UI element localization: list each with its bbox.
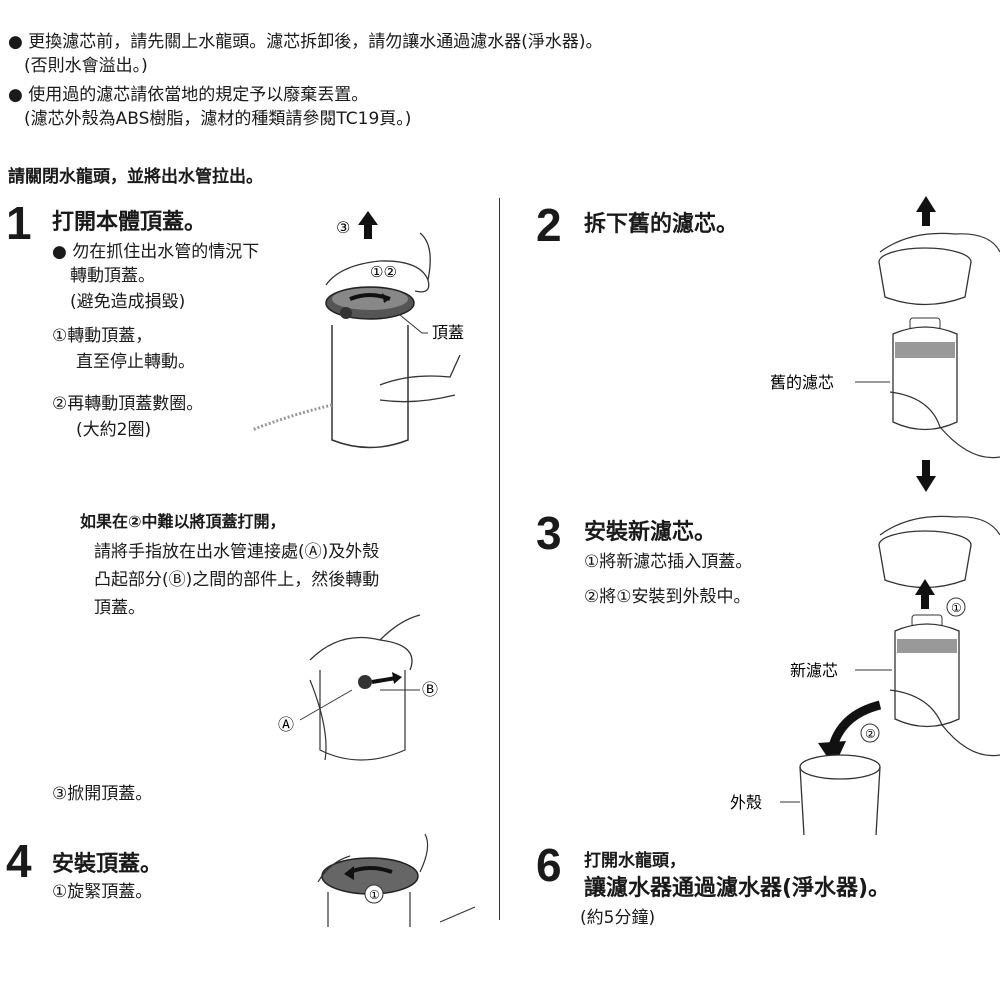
step3-sub1: ①將新濾芯插入頂蓋。 (584, 552, 753, 572)
warning-bullet: ● (52, 242, 67, 262)
hard-to-open-line1: 請將手指放在出水管連接處(Ⓐ)及外殼 (94, 542, 380, 562)
right-arrow-icon (392, 672, 402, 684)
intro-instruction: 請關閉水龍頭，並將出水管拉出。 (8, 167, 263, 187)
up-arrow-icon (915, 579, 935, 609)
column-divider (499, 198, 500, 920)
step1-title: 打開本體頂蓋。 (52, 210, 207, 235)
hard-to-open-line3: 頂蓋。 (94, 598, 145, 618)
rotate-arrow-icon (382, 293, 390, 303)
curved-down-arrow-icon (818, 741, 846, 767)
note-text: 更換濾芯前，請先關上水龍頭。濾芯拆卸後，請勿讓水通過濾水器(淨水器)。 (28, 32, 603, 52)
step6-line3: (約5分鐘) (580, 908, 656, 928)
step1-sub1-line1: ①轉動頂蓋， (52, 326, 153, 346)
step1-sub1-line2: 直至停止轉動。 (76, 352, 195, 372)
down-arrow-icon (916, 460, 936, 492)
remove-old-filter-illustration: 舊的濾芯 (770, 196, 1000, 492)
finger-position-illustration: Ⓑ Ⓐ (278, 614, 438, 761)
note-2: ● 使用過的濾芯請依當地的規定予以廢棄丟置。 (8, 83, 368, 107)
label-new-filter: 新濾芯 (790, 661, 838, 680)
rotate-left-arrow-icon (344, 866, 354, 880)
up-arrow-icon (358, 211, 378, 239)
figure-step-number-1: ① (951, 601, 962, 615)
step1-number: 1 (6, 197, 32, 249)
warning-line2: 轉動頂蓋。 (70, 266, 155, 286)
label-cover: 頂蓋 (432, 323, 464, 342)
open-cover-illustration: ③ ①② 頂蓋 (251, 211, 464, 449)
close-cover-illustration: ① (317, 833, 476, 927)
step3-title: 安裝新濾芯。 (584, 520, 717, 545)
step2-title: 拆下舊的濾芯。 (584, 212, 739, 237)
figure-step-number-2: ② (865, 727, 876, 741)
label-a: Ⓐ (278, 715, 294, 734)
step4-title: 安裝頂蓋。 (52, 852, 163, 877)
hard-to-open-line2: 凸起部分(Ⓑ)之間的部件上，然後轉動 (94, 570, 380, 590)
step4-number: 4 (6, 835, 32, 887)
figure-rotate-number: ①② (370, 263, 397, 281)
step2-number: 2 (536, 199, 562, 251)
step6-line1: 打開水龍頭， (584, 851, 686, 871)
up-arrow-icon (916, 196, 936, 226)
note-bullet: ● (8, 32, 23, 52)
note-1: ● 更換濾芯前，請先關上水龍頭。濾芯拆卸後，請勿讓水通過濾水器(淨水器)。 (8, 30, 603, 54)
hard-to-open-title: 如果在②中難以將頂蓋打開， (80, 512, 286, 531)
label-b: Ⓑ (422, 680, 438, 699)
figure-step-number: ③ (336, 218, 350, 237)
figure-step-number: ① (369, 888, 380, 902)
step3-number: 3 (536, 507, 562, 559)
note-2-sub: (濾芯外殼為ABS樹脂，濾材的種類請參閱TC19頁。) (24, 109, 412, 129)
note-text: 使用過的濾芯請依當地的規定予以廢棄丟置。 (28, 85, 369, 105)
install-new-filter-illustration: ① 新濾芯 ② 外殼 (730, 515, 1000, 835)
step1-sub3: ③掀開頂蓋。 (52, 784, 153, 804)
step6-line2: 讓濾水器通過濾水器(淨水器)。 (584, 876, 891, 901)
step1-warning: ● 勿在抓住出水管的情況下 (52, 240, 259, 264)
label-case: 外殼 (730, 793, 762, 812)
label-old-filter: 舊的濾芯 (770, 373, 834, 392)
step3-sub2: ②將①安裝到外殼中。 (584, 587, 751, 607)
step4-sub1: ①旋緊頂蓋。 (52, 882, 153, 902)
note-1-sub: (否則水會溢出。) (24, 56, 148, 76)
step6-number: 6 (536, 839, 562, 891)
step1-sub2-line1: ②再轉動頂蓋數圈。 (52, 394, 204, 414)
step1-sub2-line2: (大約2圈) (76, 420, 152, 440)
warning-line1: 勿在抓住出水管的情況下 (72, 242, 260, 262)
note-bullet: ● (8, 85, 23, 105)
warning-line3: (避免造成損毀) (70, 292, 186, 312)
